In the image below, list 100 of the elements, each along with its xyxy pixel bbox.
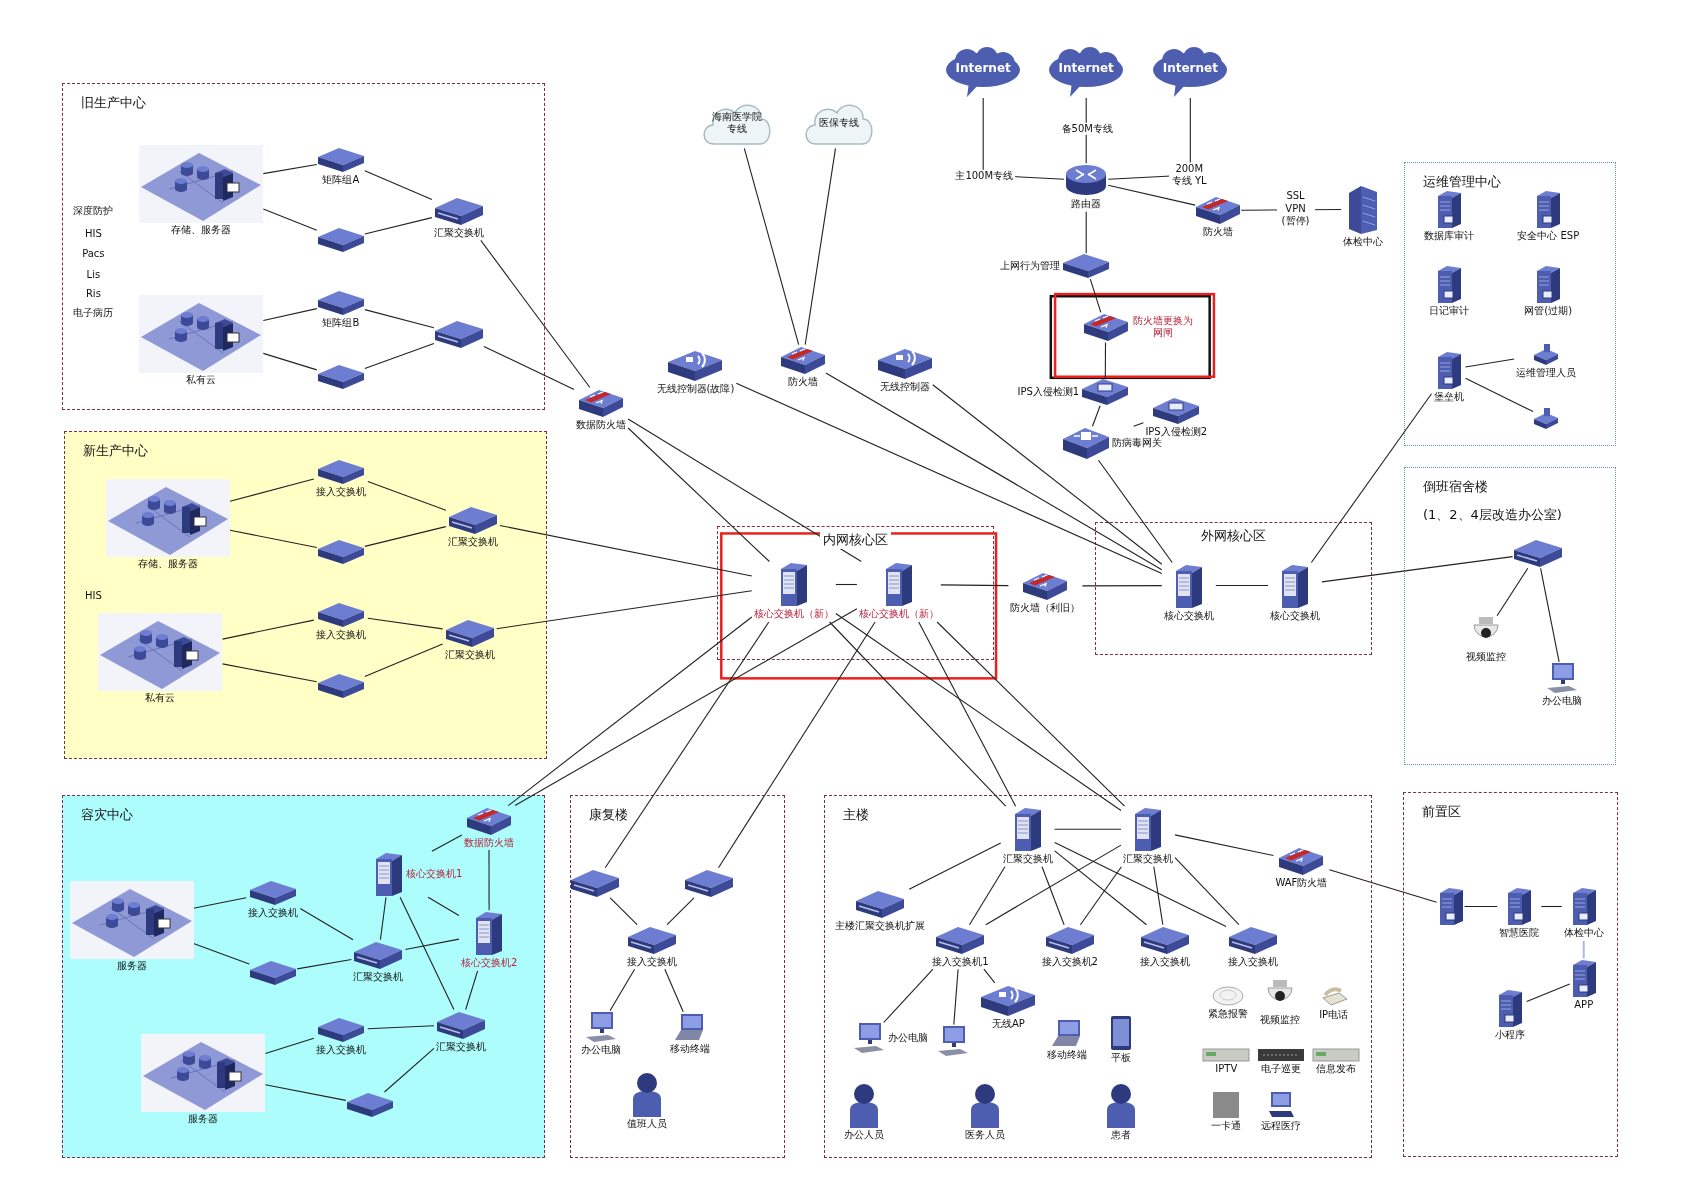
device-label: 远程医疗 xyxy=(1260,1119,1303,1134)
network-link xyxy=(1174,857,1240,926)
network-link xyxy=(221,619,315,640)
device-label: 防火墙 xyxy=(1202,225,1235,240)
device-label: 小程序 xyxy=(1493,1028,1526,1043)
zone-frame xyxy=(824,795,1372,1159)
zone-frame xyxy=(1403,466,1617,766)
device-label: 服务器 xyxy=(115,959,148,974)
system-label: Ris xyxy=(85,287,101,299)
edge-label: 200M专线 YL xyxy=(1169,162,1210,188)
device-label: 一卡通 xyxy=(1210,1119,1243,1134)
device-label: 私有云 xyxy=(185,373,218,388)
network-link xyxy=(262,163,318,175)
network-link xyxy=(1054,828,1122,830)
network-link xyxy=(364,526,447,547)
device-label: 无线控制器(故障) xyxy=(655,381,736,396)
zone-frame xyxy=(717,525,994,661)
device-label: IPS入侵检测1 xyxy=(1016,384,1081,399)
zone-title: 康复楼 xyxy=(588,806,628,825)
device-label: 数据防火墙 xyxy=(462,835,515,850)
network-link xyxy=(262,352,318,371)
zone-frame xyxy=(569,795,785,1159)
network-link xyxy=(1464,377,1534,413)
network-link xyxy=(496,590,753,630)
network-link xyxy=(431,834,463,852)
network-link xyxy=(507,616,753,807)
network-link xyxy=(664,968,684,1013)
device-label: 存储、服务器 xyxy=(137,556,199,571)
device-label: 日记审计 xyxy=(1427,303,1470,318)
system-label: HIS xyxy=(84,589,102,601)
network-link xyxy=(1153,866,1164,926)
zone-title: 新生产中心 xyxy=(83,442,149,461)
device-label: 智慧医院 xyxy=(1498,926,1541,941)
network-link xyxy=(262,308,318,322)
network-link xyxy=(367,617,444,630)
network-link xyxy=(364,342,435,370)
zone-frame xyxy=(64,431,548,759)
network-link xyxy=(918,621,1017,807)
device-label: 上网行为管理 xyxy=(999,258,1062,273)
device-label: 接入交换机 xyxy=(1227,954,1280,969)
device-label: 核心交换机 xyxy=(1162,608,1215,623)
device-label: Internet xyxy=(954,60,1012,78)
network-link xyxy=(1104,341,1107,379)
device-label: 汇聚交换机 xyxy=(352,969,405,984)
device-label: 接入交换机2 xyxy=(1040,954,1099,969)
network-link xyxy=(379,896,387,941)
network-link xyxy=(229,529,318,549)
device-label: 患者 xyxy=(1110,1128,1133,1143)
network-link xyxy=(940,584,1009,587)
network-link xyxy=(364,170,433,200)
network-link xyxy=(1582,940,1585,960)
network-link xyxy=(1085,97,1087,164)
network-link xyxy=(299,907,354,941)
network-link xyxy=(1540,905,1563,908)
device-label: 堡垒机 xyxy=(1432,389,1465,404)
network-link xyxy=(743,147,800,346)
device-label: 接入交换机 xyxy=(247,905,300,920)
device-label: 海南医学院专线 xyxy=(711,109,764,137)
device-label: 无线控制器 xyxy=(878,379,931,394)
network-link xyxy=(383,1047,435,1093)
device-label: 接入交换机 xyxy=(1139,954,1192,969)
device-label: 医务人员 xyxy=(963,1128,1006,1143)
device-label: 办公电脑 xyxy=(1541,693,1584,708)
device-label: 视频监控 xyxy=(1258,1012,1301,1027)
network-link xyxy=(192,897,247,909)
device-label: 接入交换机1 xyxy=(931,954,990,969)
device-label: 矩阵组A xyxy=(321,173,361,188)
network-link xyxy=(883,968,934,1024)
device-label: 数据防火墙 xyxy=(575,417,628,432)
network-link xyxy=(364,309,435,329)
network-link xyxy=(932,384,1163,565)
network-link xyxy=(1464,358,1515,368)
network-link xyxy=(1174,834,1274,857)
device-label: 汇聚交换机 xyxy=(435,1039,488,1054)
device-label: 核心交换机（新） xyxy=(857,607,940,622)
zone-title: 前置区 xyxy=(1421,803,1461,822)
network-link xyxy=(264,1084,347,1101)
network-link xyxy=(835,583,858,586)
device-label: 服务器 xyxy=(187,1111,220,1126)
device-label: 体检中心 xyxy=(1342,235,1385,250)
device-label: IP电话 xyxy=(1318,1007,1350,1022)
device-label: 防火墙 xyxy=(786,374,819,389)
network-link xyxy=(480,239,591,389)
device-label: 防火墙更换为网闸 xyxy=(1131,313,1194,341)
network-link xyxy=(908,842,1002,890)
device-label: 核心交换机1 xyxy=(405,867,464,881)
device-label: 汇聚交换机 xyxy=(432,225,485,240)
device-label: 接入交换机 xyxy=(314,1042,367,1057)
device-label: 接入交换机 xyxy=(314,627,367,642)
device-label: 平板 xyxy=(1110,1051,1133,1066)
device-label: 体检中心 xyxy=(1562,926,1605,941)
network-link xyxy=(1310,393,1433,564)
edge-label: 主100M专线 xyxy=(953,169,1016,183)
zone-frame xyxy=(62,82,546,410)
device-label: 网管(过期) xyxy=(1523,303,1574,318)
network-link xyxy=(1085,211,1087,254)
device-label: APP xyxy=(1573,998,1595,1013)
system-label: 深度防护 xyxy=(73,204,114,219)
device-label: 安全中心 ESP xyxy=(1516,228,1581,243)
device-label: 办公人员 xyxy=(842,1128,885,1143)
